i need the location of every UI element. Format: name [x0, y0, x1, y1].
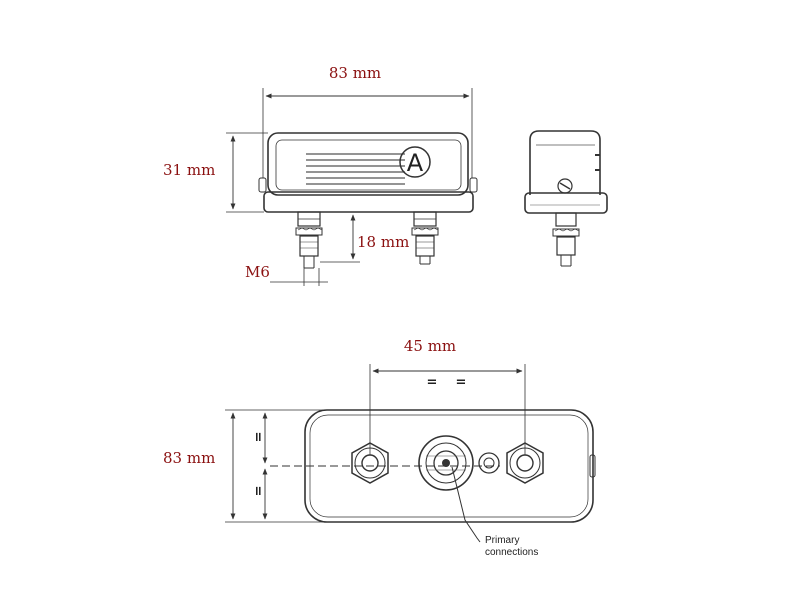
- bottom-view: 45 mm = = 83 mm = = Primary connections: [163, 337, 596, 558]
- height-dimension: 31 mm: [163, 132, 268, 213]
- callout-line-2: connections: [485, 547, 538, 558]
- height-label: 31 mm: [163, 161, 215, 179]
- equal-mark-upper: =: [250, 432, 265, 443]
- side-screw-head: [557, 178, 573, 194]
- equal-mark-left: =: [427, 375, 438, 390]
- width-dimension: 83 mm: [262, 64, 473, 178]
- bottom-plate: [304, 409, 594, 523]
- callout-line-1: Primary: [485, 535, 519, 546]
- side-base: [524, 192, 608, 214]
- side-stud: [552, 212, 580, 267]
- left-stud: [295, 211, 323, 269]
- housing-outline: [267, 132, 469, 196]
- side-view: [524, 130, 608, 267]
- right-tab: [469, 177, 478, 193]
- grille: [306, 153, 405, 185]
- base-plate: [263, 191, 474, 213]
- marker-letter: A: [407, 149, 424, 177]
- stud-length-dimension: 18 mm: [320, 211, 409, 263]
- stud-length-label: 18 mm: [357, 233, 409, 251]
- marker-circle: [399, 146, 431, 178]
- thread-dimension: M6: [245, 263, 328, 286]
- centre-connector: [418, 435, 474, 491]
- housing-inner-outline: [275, 139, 462, 191]
- primary-connections-callout: Primary connections: [451, 466, 538, 558]
- equal-mark-lower: =: [250, 486, 265, 497]
- length-dimension: 83 mm = =: [163, 409, 330, 523]
- length-label: 83 mm: [163, 449, 215, 467]
- side-housing: [529, 130, 601, 195]
- spacing-label: 45 mm: [404, 337, 456, 355]
- right-stud: [411, 211, 439, 265]
- spacing-dimension: 45 mm = =: [369, 337, 526, 455]
- front-view: A: [163, 64, 478, 286]
- left-tab: [258, 177, 267, 193]
- width-label: 83 mm: [329, 64, 381, 82]
- small-screw: [478, 452, 500, 474]
- equal-mark-right: =: [456, 375, 467, 390]
- thread-label: M6: [245, 263, 270, 281]
